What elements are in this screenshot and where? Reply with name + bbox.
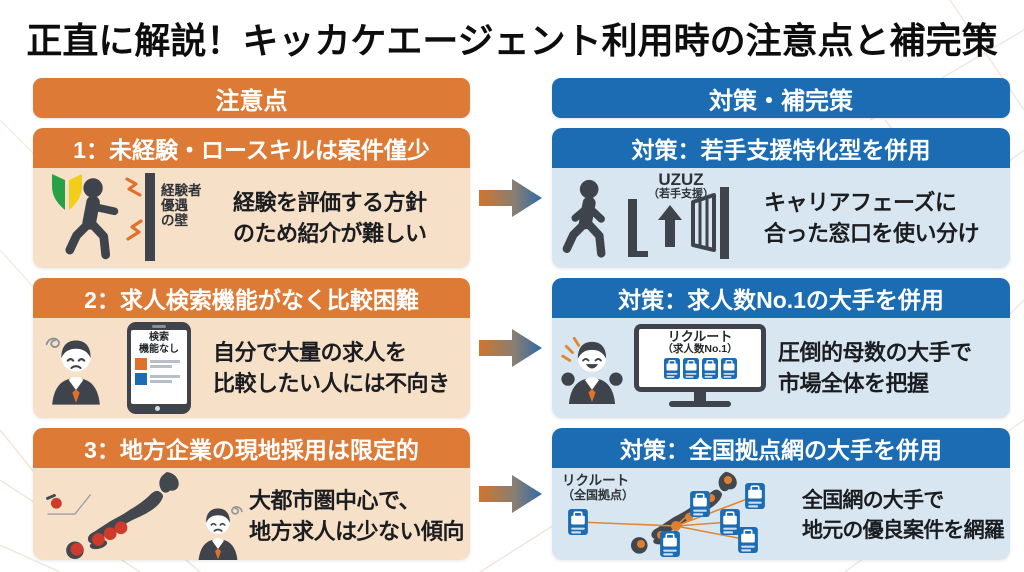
solution-1-body: UZUZ （若手支援） キャリアフェーズに 合った窓口を使い分け: [552, 168, 1010, 268]
monitor-screen: リクルート （求人数No.1）: [634, 324, 766, 392]
japan-map-icon: [568, 471, 765, 557]
wall-icon: [145, 173, 155, 261]
impact-spark-icon: [125, 177, 142, 197]
monitor-base: [669, 401, 731, 407]
solution-3-header: 対策：全国拠点網の大手を併用: [552, 428, 1010, 468]
worried-person-icon: [191, 501, 245, 560]
gate-brand-label: UZUZ （若手支援）: [648, 170, 714, 200]
job-listing-row: [135, 358, 183, 370]
caution-card-3: 3：地方企業の現地採用は限定的 大都市圏中心で、 地方求人は少ない傾向: [33, 428, 470, 560]
cautions-column-header: 注意点: [33, 78, 470, 118]
japan-map-red-dots-icon: [41, 471, 245, 560]
page-title: 正直に解説！キッカケエージェント利用時の注意点と補完策: [26, 20, 998, 61]
monitor-stand: [694, 392, 706, 401]
caution-3-text: 大都市圏中心で、 地方求人は少ない傾向: [249, 487, 465, 544]
listing-lines: [150, 360, 180, 368]
japan-map-network-icon: リクルート （全国拠点）: [560, 471, 798, 560]
walking-person-icon: [560, 179, 622, 259]
job-card-row: [639, 358, 761, 379]
caution-3-header: 3：地方企業の現地採用は限定的: [33, 428, 470, 468]
caution-to-solution-arrow-1: [479, 179, 542, 217]
up-arrow-icon: [658, 205, 682, 220]
solution-3-body: リクルート （全国拠点）: [552, 468, 1010, 560]
job-listing-row: [135, 373, 183, 385]
gate-post-icon: [628, 199, 637, 253]
monitor-brand-sub: （求人数No.1）: [662, 343, 738, 356]
gate-entry-icon: UZUZ （若手支援）: [560, 171, 760, 265]
listing-thumb: [135, 373, 147, 385]
phone-icon: 検索 機能なし: [127, 322, 191, 414]
caution-to-solution-arrow-2: [479, 329, 542, 367]
no-search-phone-icon: 検索 機能なし: [41, 321, 209, 415]
listing-lines: [150, 375, 180, 383]
monitor-brand: リクルート: [667, 329, 733, 344]
beginner-mark-icon: [52, 174, 82, 210]
job-card-icon: [664, 358, 680, 379]
caution-card-1: 1：未経験・ロースキルは案件僅少 経験者 優遇 の壁: [33, 128, 470, 268]
job-card-icon: [702, 358, 718, 379]
solution-card-2: 対策：求人数No.1の大手を併用 リクルート （求人数No.1）: [552, 278, 1010, 418]
caution-3-body: 大都市圏中心で、 地方求人は少ない傾向: [33, 468, 470, 560]
caution-card-2: 2：求人検索機能がなく比較困難 検索 機能なし 自分で大量の求人を: [33, 278, 470, 418]
wall-label: 経験者 優遇 の壁: [161, 183, 202, 229]
solution-2-text: 圧倒的母数の大手で 市場全体を把握: [778, 339, 972, 396]
impact-spark-icon: [126, 219, 143, 241]
solution-3-text: 全国網の大手で 地元の優良案件を網羅: [802, 489, 1005, 542]
caution-1-text: 経験を評価する方針 のため紹介が難しい: [233, 189, 427, 246]
solution-1-text: キャリアフェーズに 合った窓口を使い分け: [764, 189, 980, 246]
phone-label: 検索 機能なし: [139, 332, 179, 355]
open-gate-icon: [691, 193, 716, 252]
monitor-icon: リクルート （求人数No.1）: [634, 324, 766, 407]
map-brand-label: リクルート （全国拠点）: [562, 473, 635, 502]
solution-2-body: リクルート （求人数No.1） 圧倒的母数の大手で 市場全体: [552, 318, 1010, 418]
solution-1-header: 対策：若手支援特化型を併用: [552, 128, 1010, 168]
solutions-column-header: 対策・補完策: [552, 78, 1010, 118]
solutions-column-label: 対策・補完策: [709, 87, 853, 115]
job-card-icon: [683, 358, 699, 379]
beginner-wall-icon: 経験者 優遇 の壁: [41, 171, 229, 265]
japan-map-icon: [46, 469, 199, 560]
caution-1-body: 経験者 優遇 の壁 経験を評価する方針 のため紹介が難しい: [33, 168, 470, 268]
gate-post-icon: [720, 187, 729, 259]
cautions-column-label: 注意点: [215, 87, 288, 115]
solution-card-3: 対策：全国拠点網の大手を併用 リクルート （全国拠点）: [552, 428, 1010, 560]
solution-2-header: 対策：求人数No.1の大手を併用: [552, 278, 1010, 318]
listing-thumb: [135, 358, 147, 370]
phone-screen: 検索 機能なし: [131, 330, 187, 404]
up-arrow-stem: [665, 219, 675, 247]
job-card-icon: [721, 358, 737, 379]
caution-2-header: 2：求人検索機能がなく比較困難: [33, 278, 470, 318]
caution-2-body: 検索 機能なし 自分で大量の求人を 比較したい人には不向き: [33, 318, 470, 418]
solution-card-1: 対策：若手支援特化型を併用 UZUZ （若手支援） キャリアフェーズ: [552, 128, 1010, 268]
caution-to-solution-arrow-3: [479, 475, 542, 513]
happy-person-icon: [560, 333, 624, 404]
caution-2-text: 自分で大量の求人を 比較したい人には不向き: [213, 339, 450, 396]
gate-post-foot: [628, 251, 648, 257]
sad-person-icon: [43, 331, 109, 405]
walking-person-icon: [63, 177, 127, 261]
caution-1-header: 1：未経験・ロースキルは案件僅少: [33, 128, 470, 168]
monitor-joblist-icon: リクルート （求人数No.1）: [560, 321, 774, 415]
